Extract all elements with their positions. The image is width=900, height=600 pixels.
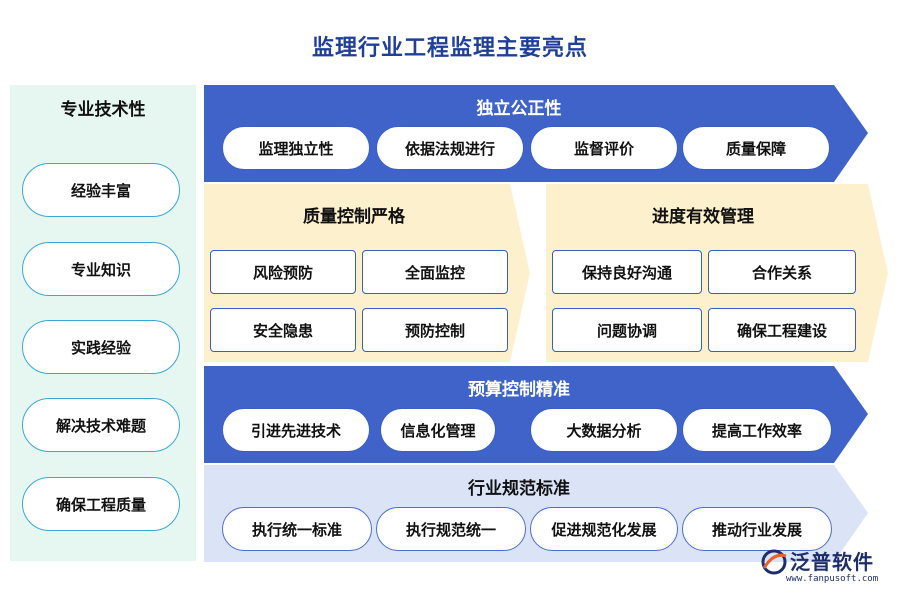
band-independence: 独立公正性 监理独立性 依据法规进行 监督评价 质量保障	[204, 85, 868, 182]
band-item: 问题协调	[552, 308, 702, 352]
band-item: 合作关系	[708, 250, 856, 294]
band-item: 监督评价	[530, 126, 678, 170]
band-title: 独立公正性	[476, 99, 562, 119]
band-item: 质量保障	[682, 126, 830, 170]
band-title: 预算控制精准	[468, 380, 570, 400]
band-item: 执行统一标准	[222, 507, 372, 551]
band-item: 信息化管理	[380, 408, 496, 452]
band-item: 监理独立性	[222, 126, 370, 170]
left-panel-title: 专业技术性	[60, 100, 146, 120]
left-item: 经验丰富	[22, 163, 180, 217]
left-item: 解决技术难题	[22, 398, 180, 452]
page-title: 监理行业工程监理主要亮点	[311, 36, 588, 61]
band-budget: 预算控制精准 引进先进技术 信息化管理 大数据分析 提高工作效率	[204, 366, 868, 463]
brand-logo: 泛普软件 www.fanpusoft.com	[760, 546, 890, 592]
band-title: 进度有效管理	[652, 207, 754, 227]
band-item: 风险预防	[210, 250, 356, 294]
left-item: 专业知识	[22, 242, 180, 296]
band-item: 大数据分析	[530, 408, 678, 452]
band-item: 执行规范统一	[376, 507, 526, 551]
band-item: 全面监控	[362, 250, 508, 294]
logo-text: 泛普软件	[790, 550, 874, 574]
band-item: 提高工作效率	[682, 408, 832, 452]
band-title: 质量控制严格	[303, 207, 405, 227]
band-item: 保持良好沟通	[552, 250, 702, 294]
band-item: 引进先进技术	[222, 408, 370, 452]
left-panel: 专业技术性 经验丰富 专业知识 实践经验 解决技术难题 确保工程质量	[10, 85, 196, 561]
band-standards: 行业规范标准 执行统一标准 执行规范统一 促进规范化发展 推动行业发展	[204, 465, 868, 562]
band-item: 促进规范化发展	[530, 507, 678, 551]
band-progress: 进度有效管理 保持良好沟通 合作关系 问题协调 确保工程建设	[546, 184, 888, 362]
band-item: 安全隐患	[210, 308, 356, 352]
logo-url: www.fanpusoft.com	[786, 574, 879, 584]
band-item: 推动行业发展	[682, 507, 832, 551]
band-quality: 质量控制严格 风险预防 全面监控 安全隐患 预防控制	[204, 184, 530, 362]
band-item: 依据法规进行	[376, 126, 524, 170]
left-item: 确保工程质量	[22, 477, 180, 531]
band-item: 预防控制	[362, 308, 508, 352]
band-item: 确保工程建设	[708, 308, 856, 352]
fanpu-logo-icon	[761, 549, 787, 575]
band-title: 行业规范标准	[468, 479, 570, 499]
left-item: 实践经验	[22, 320, 180, 374]
